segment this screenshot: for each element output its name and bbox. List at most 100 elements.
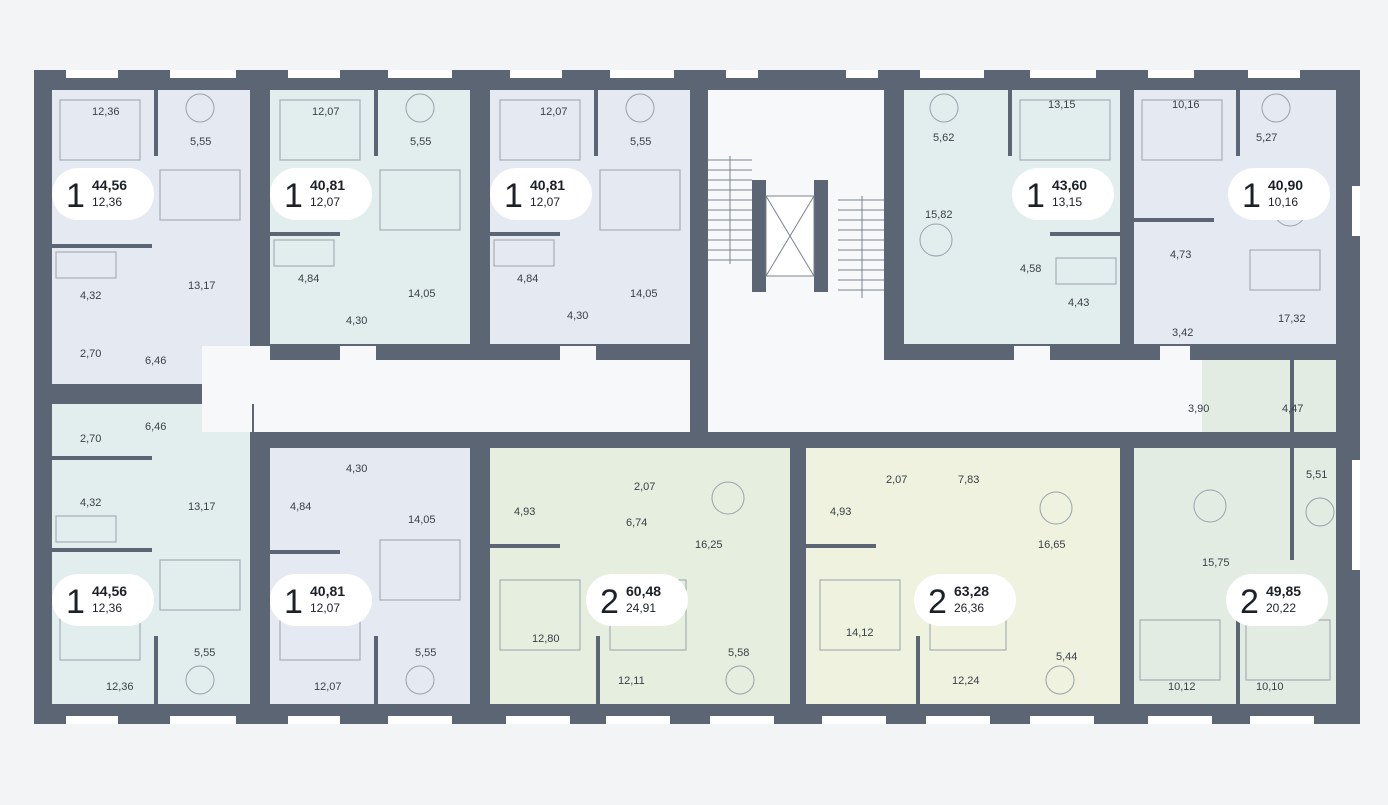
living-area: 20,22 (1266, 601, 1296, 615)
living-area: 10,16 (1268, 195, 1298, 209)
total-area: 40,81 (310, 583, 345, 599)
room-area: 13,17 (188, 501, 216, 513)
living-area: 13,15 (1052, 195, 1082, 209)
apartment-badge[interactable]: 2 49,85 20,22 (1226, 574, 1328, 626)
living-area: 12,07 (530, 195, 560, 209)
total-area: 44,56 (92, 177, 127, 193)
room-area: 14,05 (630, 288, 658, 300)
living-area: 24,91 (626, 601, 656, 615)
room-area: 4,30 (346, 315, 367, 327)
living-area: 12,07 (310, 195, 340, 209)
room-area: 15,75 (1202, 557, 1230, 569)
total-area: 40,90 (1268, 177, 1303, 193)
apartment-badge[interactable]: 1 43,60 13,15 (1012, 168, 1114, 220)
room-area: 2,07 (886, 474, 907, 486)
room-area: 5,62 (933, 132, 954, 144)
stairs (708, 156, 884, 298)
room-count: 1 (66, 177, 85, 215)
apartment-fills (52, 90, 1336, 704)
room-count: 1 (1242, 177, 1261, 215)
apartment-badge[interactable]: 1 40,81 12,07 (270, 168, 372, 220)
room-area: 2,70 (80, 433, 101, 445)
room-area: 17,32 (1278, 313, 1306, 325)
total-area: 40,81 (530, 177, 565, 193)
room-area: 4,84 (298, 273, 319, 285)
room-area: 12,07 (540, 106, 568, 118)
total-area: 40,81 (310, 177, 345, 193)
room-area-labels: 12,36 5,55 13,17 4,32 2,70 6,46 12,07 5,… (80, 99, 1327, 693)
room-area: 4,32 (80, 497, 101, 509)
room-count: 2 (600, 583, 619, 621)
room-area: 12,07 (312, 106, 340, 118)
total-area: 60,48 (626, 583, 661, 599)
room-area: 6,74 (626, 517, 647, 529)
room-area: 12,36 (106, 681, 134, 693)
room-area: 7,83 (958, 474, 979, 486)
room-area: 4,30 (567, 310, 588, 322)
room-area: 14,05 (408, 514, 436, 526)
room-area: 4,93 (830, 506, 851, 518)
room-area: 5,55 (190, 136, 211, 148)
room-count: 2 (928, 583, 947, 621)
total-area: 43,60 (1052, 177, 1087, 193)
room-area: 4,93 (514, 506, 535, 518)
room-area: 15,82 (925, 209, 953, 221)
room-area: 16,65 (1038, 539, 1066, 551)
apt-fill-sw-6 (52, 404, 250, 704)
total-area: 49,85 (1266, 583, 1301, 599)
room-area: 3,42 (1172, 327, 1193, 339)
room-area: 12,24 (952, 675, 980, 687)
room-area: 5,55 (630, 136, 651, 148)
total-area: 63,28 (954, 583, 989, 599)
room-area: 10,12 (1168, 681, 1196, 693)
apartment-badge[interactable]: 2 63,28 26,36 (914, 574, 1016, 626)
apartment-badge[interactable]: 1 40,81 12,07 (490, 168, 592, 220)
room-area: 4,73 (1170, 249, 1191, 261)
room-area: 4,58 (1020, 263, 1041, 275)
windows (66, 70, 1360, 724)
room-count: 1 (504, 177, 523, 215)
living-area: 26,36 (954, 601, 984, 615)
apartment-badge[interactable]: 2 60,48 24,91 (586, 574, 688, 626)
room-area: 4,30 (346, 463, 367, 475)
furniture (55, 93, 1335, 695)
room-area: 12,80 (532, 633, 560, 645)
room-area: 13,15 (1048, 99, 1076, 111)
room-area: 5,44 (1056, 651, 1077, 663)
room-area: 5,55 (410, 136, 431, 148)
apartment-badge[interactable]: 1 40,90 10,16 (1228, 168, 1330, 220)
room-area: 3,90 (1188, 403, 1209, 415)
room-area: 4,43 (1068, 297, 1089, 309)
room-area: 12,11 (618, 675, 645, 687)
room-area: 14,05 (408, 288, 436, 300)
room-area: 4,47 (1282, 403, 1303, 415)
room-area: 4,32 (80, 290, 101, 302)
room-count: 2 (1240, 583, 1259, 621)
room-area: 10,10 (1256, 681, 1284, 693)
room-area: 2,07 (634, 481, 655, 493)
interior-walls (34, 70, 1358, 724)
living-area: 12,07 (310, 601, 340, 615)
room-area: 4,84 (290, 501, 311, 513)
apartment-badge[interactable]: 1 40,81 12,07 (270, 574, 372, 626)
room-area: 5,55 (415, 647, 436, 659)
room-count: 1 (66, 583, 85, 621)
apartment-badge[interactable]: 1 44,56 12,36 (52, 168, 154, 220)
room-area: 5,27 (1256, 132, 1277, 144)
room-area: 12,36 (92, 106, 120, 118)
elevator (752, 180, 828, 292)
total-area: 44,56 (92, 583, 127, 599)
apartment-badge[interactable]: 1 44,56 12,36 (52, 574, 154, 626)
room-area: 16,25 (695, 539, 723, 551)
room-area: 2,70 (80, 348, 101, 360)
room-area: 4,84 (517, 273, 538, 285)
apartment-badges: 1 44,56 12,36 1 40,81 12,07 1 40,81 12,0… (52, 168, 1330, 626)
room-area: 13,17 (188, 280, 216, 292)
room-area: 5,58 (728, 647, 749, 659)
room-area: 6,46 (145, 421, 166, 433)
living-area: 12,36 (92, 601, 122, 615)
apt-fill-nw-1 (52, 90, 250, 384)
room-count: 1 (1026, 177, 1045, 215)
living-area: 12,36 (92, 195, 122, 209)
room-area: 5,51 (1306, 469, 1327, 481)
